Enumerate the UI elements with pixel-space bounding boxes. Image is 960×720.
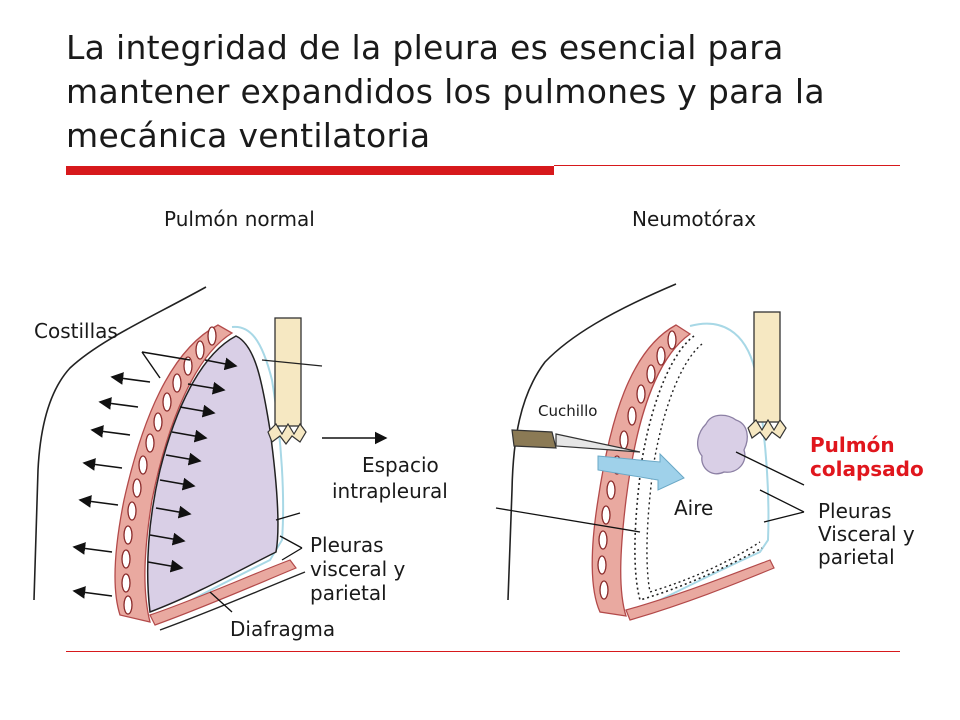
trachea-2 xyxy=(753,311,781,423)
bronchi-2 xyxy=(747,418,787,441)
pleura-label-line3: parietal xyxy=(310,581,387,605)
bottom-rule xyxy=(66,651,900,652)
parietal-pleura-outline xyxy=(154,325,285,621)
ribs-leaders xyxy=(141,351,191,379)
ribs-label: Costillas xyxy=(34,319,118,343)
pneumothorax-leaders xyxy=(495,451,805,533)
pleura-label-line1: Pleuras xyxy=(310,533,384,557)
pleura-label-2-line2: Visceral y xyxy=(818,522,915,546)
ribs-2 xyxy=(597,330,677,600)
slide-title: La integridad de la pleura es esencial p… xyxy=(66,28,825,155)
air-label: Aire xyxy=(674,496,714,520)
diaphragm-label: Diafragma xyxy=(230,617,336,641)
outward-arrows xyxy=(72,372,151,599)
collapsed-lung-label-line2: colapsado xyxy=(810,457,924,481)
intrapleural-label-line2: intrapleural xyxy=(332,479,448,503)
normal-lung-heading: Pulmón normal xyxy=(164,207,315,231)
pleura-label-2-line1: Pleuras xyxy=(818,499,892,523)
inward-arrows xyxy=(147,357,238,573)
chest-wall-pleura xyxy=(114,324,234,623)
diaphragm-pleura xyxy=(149,559,297,626)
dotted-pleura-2 xyxy=(646,343,761,593)
chest-outline xyxy=(33,286,207,601)
ribs xyxy=(121,326,217,615)
pleura-leaders xyxy=(209,512,303,613)
knife-label: Cuchillo xyxy=(538,402,598,420)
collapsed-lung-label-line1: Pulmón xyxy=(810,433,895,457)
normal-lung-figure xyxy=(33,286,388,631)
chest-outline-2 xyxy=(507,283,677,601)
air-arrow xyxy=(597,452,685,491)
chest-wall-pleura-2 xyxy=(591,324,692,617)
trachea xyxy=(274,317,302,427)
pleura-label-line2: visceral y xyxy=(310,557,406,581)
knife-icon xyxy=(511,429,641,453)
pleura-label-2-line3: parietal xyxy=(818,545,895,569)
title-underline-bar xyxy=(66,166,554,175)
diaphragm-pleura-2 xyxy=(625,559,775,621)
dotted-pleura-1 xyxy=(634,335,763,602)
intrapleural-label-line1: Espacio xyxy=(362,453,439,477)
bronchi xyxy=(267,422,307,445)
collapsed-lung xyxy=(696,414,748,475)
pneumothorax-heading: Neumotórax xyxy=(632,207,757,231)
pleural-cavity-outline xyxy=(639,322,770,611)
title-underline-line xyxy=(554,165,900,166)
diaphragm-line xyxy=(159,571,306,631)
pneumothorax-figure xyxy=(495,283,805,621)
